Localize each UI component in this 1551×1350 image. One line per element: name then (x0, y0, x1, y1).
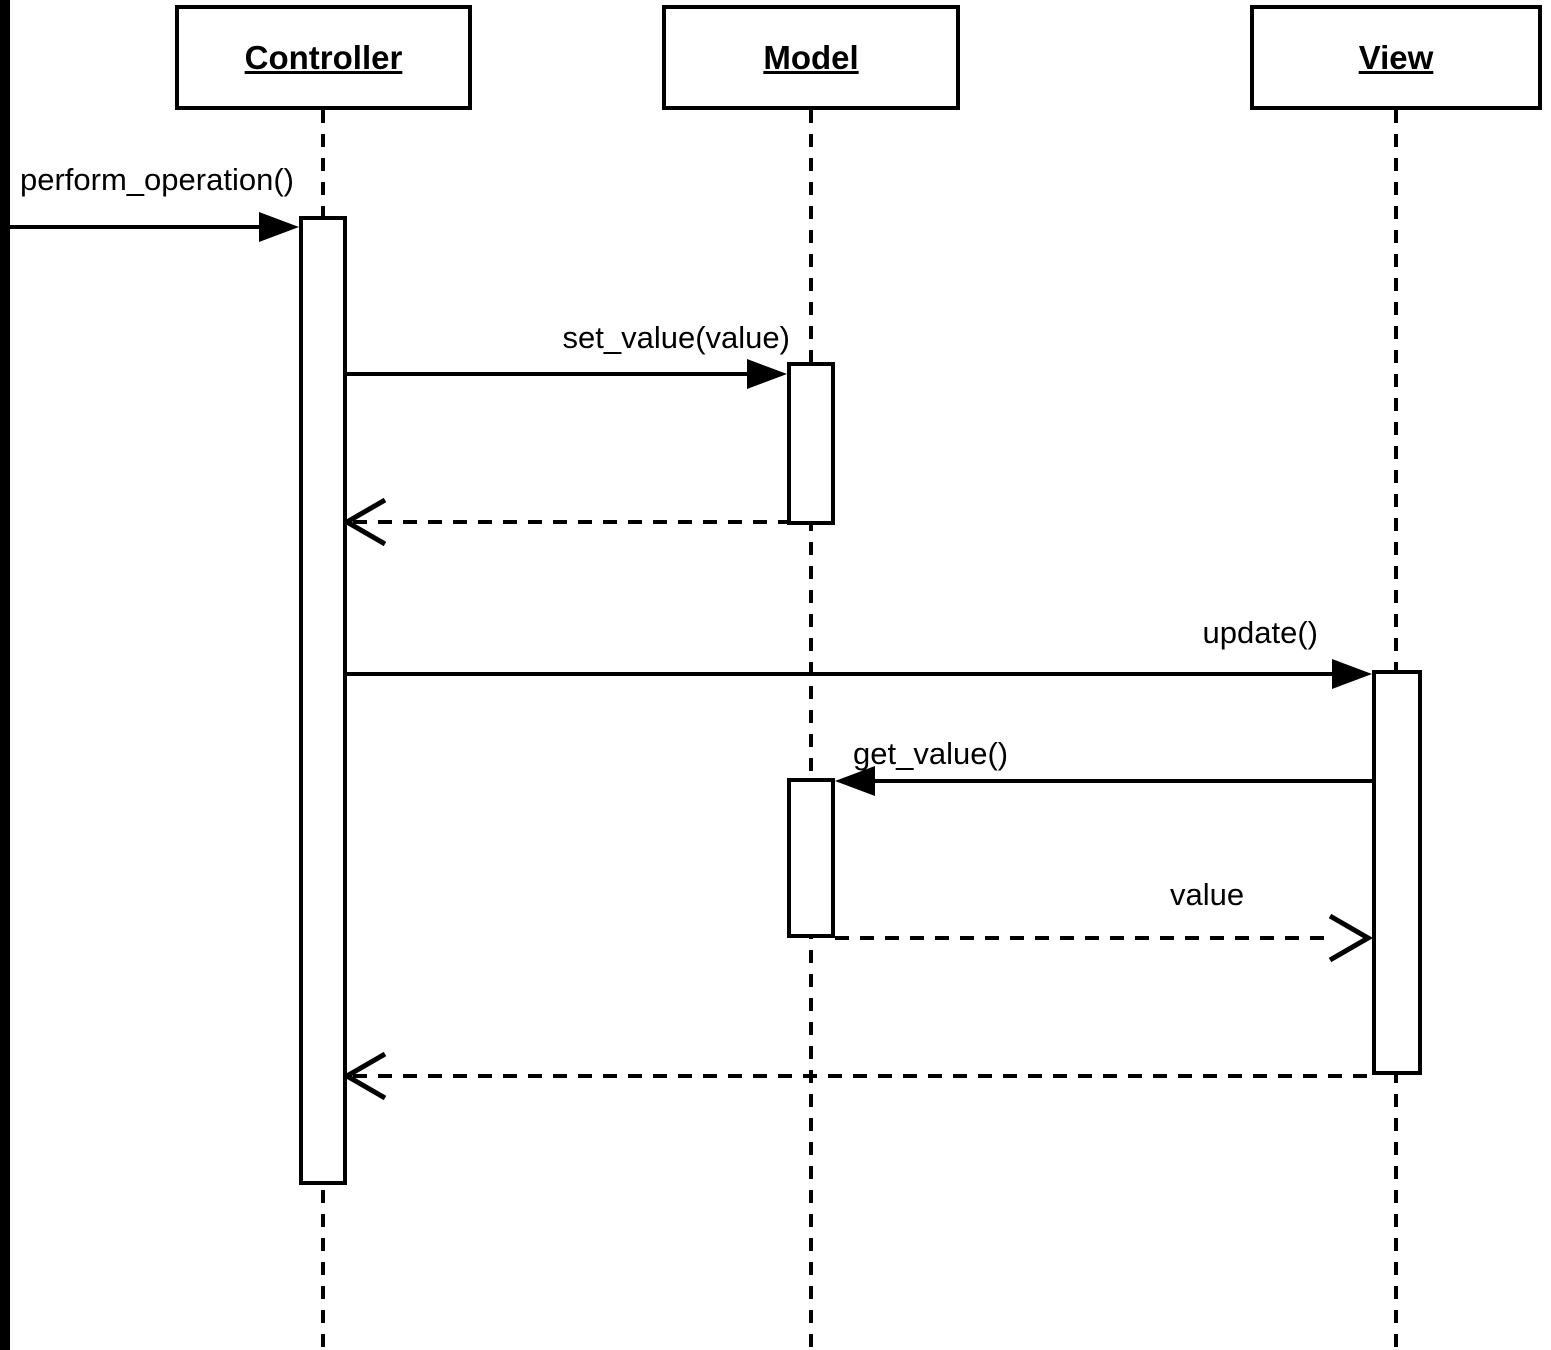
message-label-set-value: set_value(value) (562, 320, 790, 355)
sync-arrowhead-icon (259, 212, 299, 242)
participant-box-view: View (1250, 5, 1542, 110)
message-line-get-value (872, 779, 1372, 783)
participant-label-view: View (1358, 38, 1434, 76)
participant-box-controller: Controller (175, 5, 472, 110)
external-actor-edge-bar (0, 0, 10, 1350)
message-line-perform-operation (10, 225, 262, 229)
activation-bar-model-get-value (787, 778, 835, 938)
return-arrowhead-icon (1328, 913, 1372, 963)
return-arrowhead-icon (343, 1051, 387, 1101)
message-line-update (347, 672, 1335, 676)
lifeline-model (809, 110, 813, 1350)
sync-arrowhead-icon (835, 766, 875, 796)
message-line-set-value (347, 372, 750, 376)
message-label-perform-operation: perform_operation() (20, 162, 294, 197)
message-label-update: update() (1202, 615, 1318, 650)
activation-bar-controller (299, 216, 347, 1185)
participant-box-model: Model (662, 5, 960, 110)
return-arrowhead-icon (343, 497, 387, 547)
activation-bar-model-set-value (787, 362, 835, 525)
activation-bar-view (1372, 670, 1422, 1075)
return-line-view-to-controller (353, 1074, 1372, 1078)
return-line-model-to-controller (353, 520, 787, 524)
participant-label-controller: Controller (244, 38, 403, 76)
return-line-model-to-view (835, 936, 1331, 940)
message-label-value: value (1170, 877, 1245, 912)
sync-arrowhead-icon (1332, 659, 1372, 689)
participant-label-model: Model (763, 38, 859, 76)
sync-arrowhead-icon (747, 359, 787, 389)
message-label-get-value: get_value() (853, 736, 1009, 771)
